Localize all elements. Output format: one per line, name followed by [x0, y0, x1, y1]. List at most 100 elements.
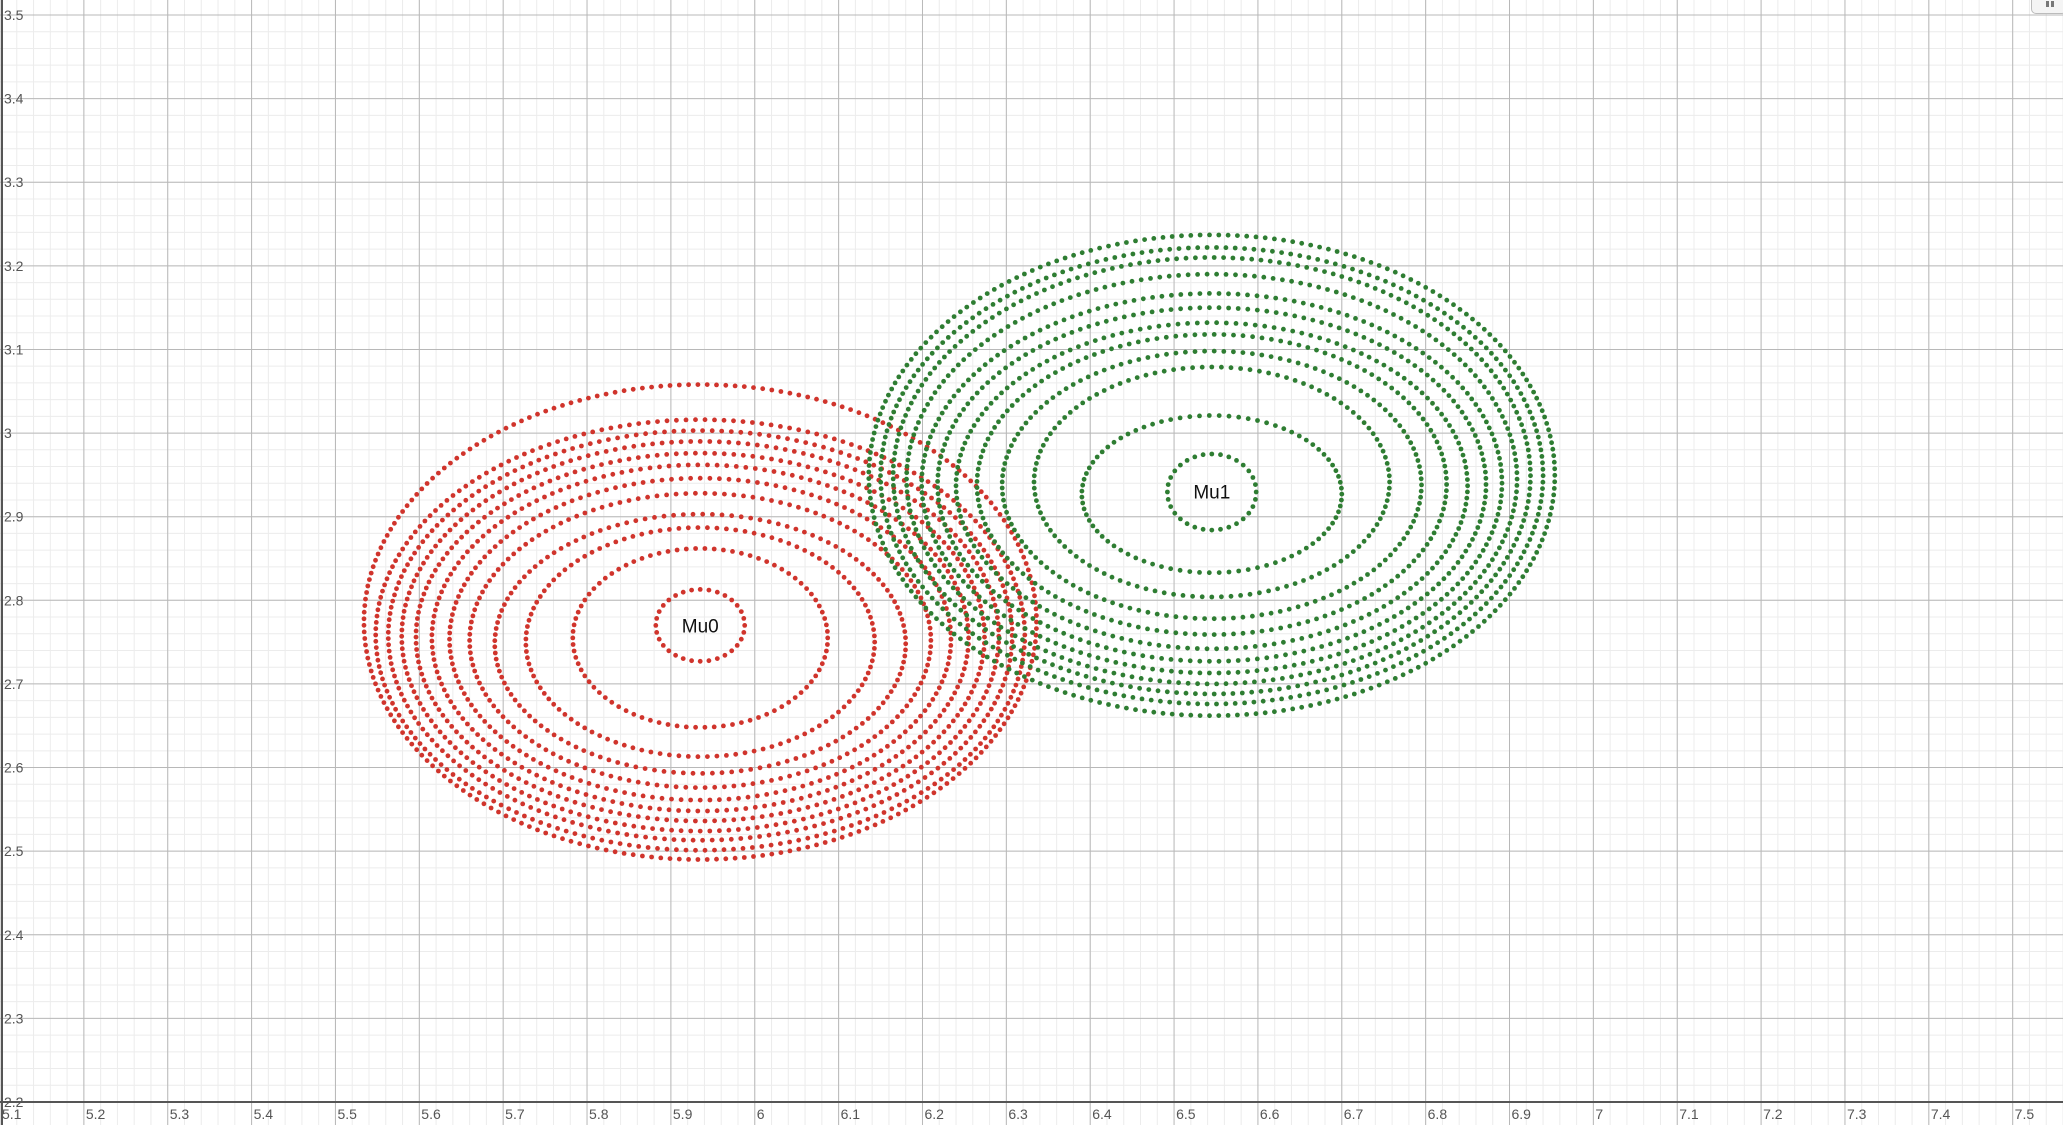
data-point — [973, 518, 978, 524]
data-point — [626, 778, 632, 783]
data-point — [433, 567, 438, 573]
data-point — [1000, 583, 1006, 589]
data-point — [1185, 680, 1191, 686]
data-point — [1105, 538, 1111, 544]
data-point — [1408, 380, 1413, 386]
settings-toggle-button[interactable] — [2031, 0, 2063, 14]
data-point — [1061, 644, 1067, 649]
data-point — [1061, 317, 1067, 323]
data-point — [956, 458, 962, 464]
data-point — [470, 760, 476, 765]
data-point — [1103, 257, 1109, 262]
data-point — [527, 824, 532, 829]
data-point — [1433, 337, 1439, 343]
data-point — [437, 538, 443, 544]
data-point — [880, 700, 886, 706]
data-point — [752, 466, 758, 471]
data-point — [949, 574, 954, 580]
data-point — [648, 717, 653, 723]
data-point — [924, 794, 930, 800]
data-point — [374, 651, 380, 657]
data-point — [920, 465, 925, 471]
data-point — [933, 691, 939, 696]
data-point — [955, 501, 961, 507]
data-point — [833, 486, 839, 491]
data-point — [1214, 245, 1219, 250]
data-point — [1372, 660, 1378, 666]
data-point — [990, 631, 995, 637]
data-point — [1551, 492, 1557, 498]
data-point — [1527, 409, 1533, 415]
data-point — [1463, 341, 1469, 347]
data-point — [1211, 616, 1217, 622]
data-point — [1258, 257, 1264, 263]
data-point — [937, 586, 942, 592]
series-layer — [361, 232, 1558, 862]
data-point — [1324, 567, 1330, 572]
data-point — [1288, 695, 1294, 700]
data-point — [1112, 691, 1118, 697]
data-point — [885, 694, 890, 700]
data-point — [823, 469, 828, 475]
data-point — [1518, 391, 1524, 396]
data-point — [769, 778, 774, 783]
data-point — [963, 740, 969, 746]
data-point — [938, 785, 943, 791]
data-point — [791, 487, 797, 493]
data-point — [1043, 671, 1049, 676]
data-point — [1486, 390, 1491, 395]
data-point — [476, 488, 482, 494]
data-point — [467, 792, 473, 798]
data-point — [1489, 350, 1494, 356]
data-point — [1113, 660, 1119, 665]
data-point — [1366, 533, 1372, 539]
data-point — [535, 470, 540, 476]
data-point — [950, 585, 956, 591]
data-point — [1145, 626, 1150, 632]
data-point — [1542, 414, 1547, 420]
y-tick-label: 2.7 — [4, 676, 24, 692]
data-point — [1251, 246, 1257, 252]
data-point — [830, 714, 835, 720]
data-point — [1110, 266, 1115, 271]
data-point — [1179, 233, 1184, 239]
data-point — [864, 783, 869, 789]
data-point — [1161, 590, 1167, 596]
data-point — [579, 822, 584, 828]
data-point — [1401, 395, 1406, 401]
data-point — [571, 648, 577, 654]
data-point — [400, 615, 406, 620]
data-point — [1099, 534, 1105, 539]
data-point — [787, 773, 792, 779]
data-point — [800, 783, 806, 789]
data-point — [1431, 530, 1437, 536]
data-point — [1401, 536, 1407, 541]
data-point — [539, 787, 545, 793]
data-point — [573, 744, 579, 750]
data-point — [1020, 392, 1026, 398]
data-point — [928, 611, 934, 616]
data-point — [476, 749, 481, 755]
data-point — [558, 487, 563, 493]
data-point — [789, 472, 795, 478]
data-point — [872, 633, 877, 639]
data-point — [915, 579, 921, 584]
data-point — [686, 382, 691, 388]
data-point — [1277, 260, 1282, 265]
data-point — [722, 491, 727, 497]
data-point — [939, 551, 945, 556]
data-point — [550, 751, 556, 757]
data-point — [973, 746, 978, 752]
data-point — [955, 712, 960, 718]
data-point — [623, 562, 629, 568]
data-point — [939, 679, 945, 685]
data-point — [860, 561, 865, 567]
data-point — [778, 776, 783, 781]
contour-ring — [878, 245, 1546, 707]
data-point — [872, 504, 878, 509]
data-point — [1021, 645, 1027, 650]
contour-ring — [953, 320, 1470, 652]
data-point — [543, 467, 548, 473]
data-point — [1270, 677, 1276, 683]
data-point — [1502, 420, 1508, 425]
